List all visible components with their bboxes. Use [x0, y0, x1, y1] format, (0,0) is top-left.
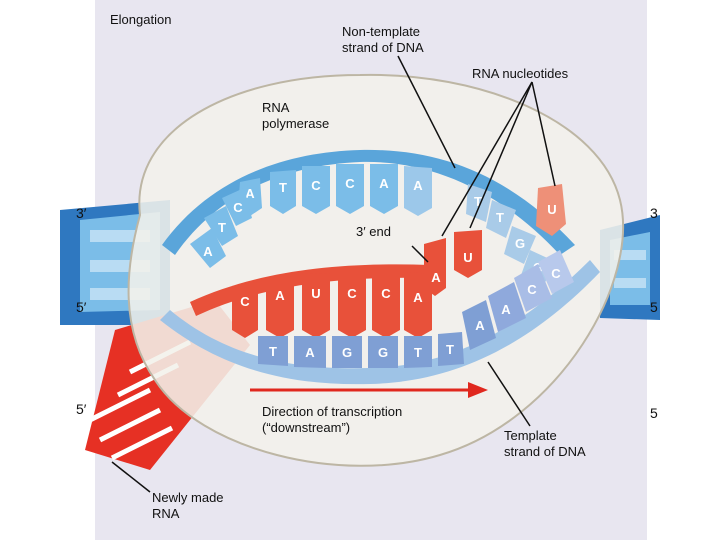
base-letter: T	[269, 344, 277, 359]
base-pill: A	[488, 282, 526, 332]
newly-made-rna-label-line2: RNA	[152, 506, 180, 521]
incoming-nucleotides: A U U	[424, 184, 566, 296]
base-letter: C	[240, 294, 250, 309]
base-letter: A	[305, 345, 315, 360]
non-template-backbone	[162, 149, 575, 255]
non-template-label-line1: Non-template	[342, 24, 420, 39]
base-letter: C	[311, 178, 321, 193]
base-letter: G	[378, 345, 388, 360]
template-label-line1: Template	[504, 428, 557, 443]
rna-nucleotides-label: RNA nucleotides	[472, 66, 569, 81]
template-right-bases: A A C C	[462, 250, 574, 350]
base-letter: T	[279, 180, 287, 195]
base-letter: U	[311, 286, 320, 301]
leader-lines	[111, 55, 556, 493]
base-pill: T	[486, 200, 516, 238]
base-pill: T	[404, 336, 432, 368]
direction-label-line2: (“downstream”)	[262, 420, 350, 435]
base-pill: A	[370, 164, 398, 214]
base-pill: A	[266, 276, 294, 338]
left-mid-end-mark: 5′	[76, 299, 87, 315]
non-template-top-bases: A T C C A A	[238, 164, 432, 216]
base-letter: C	[345, 176, 355, 191]
base-pill: G	[368, 336, 398, 368]
base-letter: T	[414, 345, 422, 360]
base-pill: T	[466, 184, 492, 222]
rna-backbone	[190, 264, 432, 316]
base-pill: G	[504, 226, 536, 264]
base-letter: A	[275, 288, 285, 303]
base-letter: A	[203, 244, 213, 259]
base-pill: G	[332, 336, 362, 368]
base-pill: T	[258, 336, 288, 366]
base-pill: T	[270, 170, 296, 214]
three-prime-end-label: 3′ end	[356, 224, 391, 239]
left-top-end-mark: 3′	[76, 205, 87, 221]
base-letter: A	[379, 176, 389, 191]
base-pill: C	[336, 164, 364, 214]
base-letter: T	[474, 194, 482, 209]
base-letter: C	[347, 286, 357, 301]
base-letter: C	[527, 282, 537, 297]
right-bottom-end-mark: 5	[650, 405, 658, 421]
base-letter: A	[413, 290, 423, 305]
base-pill: C	[222, 188, 252, 226]
base-pill: A	[404, 166, 432, 216]
base-pill: T	[204, 206, 238, 246]
template-strand-bases: T A G G T T	[258, 332, 464, 368]
base-letter: T	[218, 220, 226, 235]
diagram-title: Elongation	[110, 12, 171, 27]
base-pill: C	[514, 264, 552, 312]
base-letter: G	[515, 236, 525, 251]
non-template-left-bases: C T A	[190, 188, 252, 268]
template-backbone	[160, 260, 600, 385]
newly-made-rna-label-line1: Newly made	[152, 490, 224, 505]
base-pill: C	[338, 272, 366, 338]
base-letter: A	[501, 302, 511, 317]
base-pill: A	[462, 300, 496, 350]
rna-strand-bases: C A U C C A	[232, 272, 432, 338]
base-letter: T	[446, 342, 454, 357]
base-pill: T	[438, 332, 464, 366]
base-pill: U	[302, 273, 330, 338]
base-letter: A	[413, 178, 423, 193]
base-pill: A	[190, 228, 226, 268]
right-top-end-mark: 3	[650, 205, 658, 221]
base-letter: U	[463, 250, 472, 265]
direction-arrow	[250, 382, 488, 398]
nucleotide: U	[454, 230, 482, 278]
base-letter: A	[475, 318, 485, 333]
base-letter: G	[342, 345, 352, 360]
direction-label-line1: Direction of transcription	[262, 404, 402, 419]
base-letter: U	[547, 202, 556, 217]
rna-polymerase-label-line1: RNA	[262, 100, 290, 115]
base-letter: T	[496, 210, 504, 225]
base-pill: C	[372, 272, 400, 338]
base-pill: C	[302, 166, 330, 214]
nucleotide: U	[536, 184, 566, 236]
base-pill: A	[294, 336, 326, 368]
non-template-label-line2: strand of DNA	[342, 40, 424, 55]
right-mid-end-mark: 5	[650, 299, 658, 315]
base-pill: C	[538, 250, 574, 294]
rna-polymerase-label-line2: polymerase	[262, 116, 329, 131]
base-letter: A	[431, 270, 441, 285]
base-letter: A	[245, 186, 255, 201]
template-label-line2: strand of DNA	[504, 444, 586, 459]
base-letter: C	[551, 266, 561, 281]
nucleotide: A	[424, 238, 446, 296]
base-letter: C	[381, 286, 391, 301]
base-pill: C	[232, 282, 258, 338]
left-bottom-end-mark: 5′	[76, 401, 87, 417]
base-letter: C	[233, 200, 243, 215]
